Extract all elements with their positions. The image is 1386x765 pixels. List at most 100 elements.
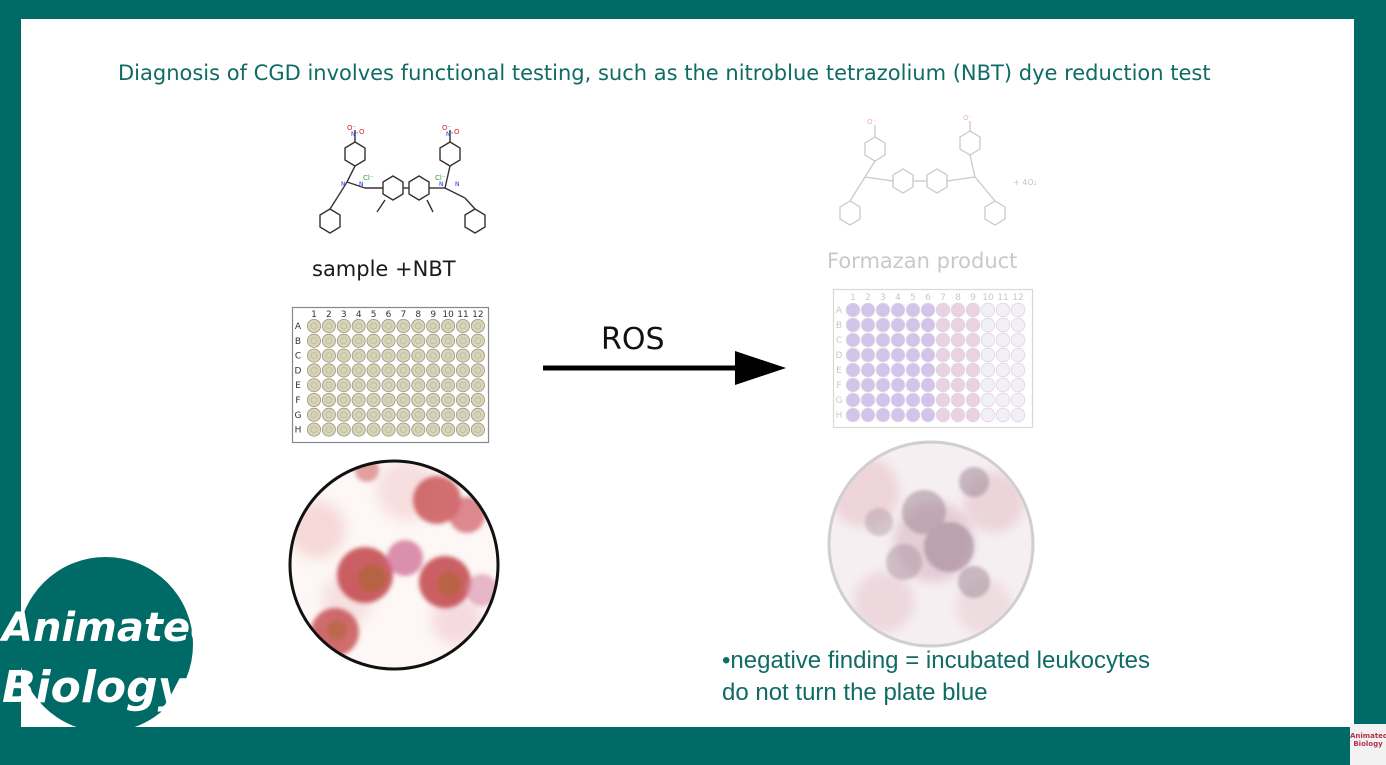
plate-well-center [385, 396, 392, 404]
plate-well [366, 378, 381, 393]
plate-column-label: 8 [415, 310, 421, 320]
note-line-2: do not turn the plate blue [722, 679, 988, 706]
plate-well [935, 317, 951, 333]
plate-well [411, 363, 426, 378]
watermark-logo[interactable]: Animated Biology [1350, 724, 1386, 765]
plate-well [935, 302, 951, 318]
plate-well [890, 347, 906, 363]
plate-well [426, 407, 441, 422]
plate-well-center [444, 352, 452, 359]
plate-well [860, 302, 876, 318]
plate-well [366, 407, 381, 422]
plate-column-label: 7 [401, 310, 407, 320]
plate-well [935, 407, 951, 423]
plate-well [336, 393, 351, 408]
plate-column-label: 5 [371, 310, 377, 320]
plate-row-label: B [836, 321, 842, 331]
plate-well [351, 422, 366, 437]
plate-row-label: D [836, 351, 843, 361]
plate-well-center [325, 396, 333, 404]
plate-well [426, 393, 441, 408]
plate-well-center [415, 337, 422, 345]
plate-well [441, 333, 456, 348]
plate-well-center [385, 381, 392, 389]
plate-well-center [370, 396, 377, 404]
plate-well [411, 422, 426, 437]
plate-well [351, 407, 366, 422]
plate-well-center [400, 352, 407, 359]
plate-well-center [370, 367, 377, 374]
plate-well [381, 407, 396, 422]
sample-nbt-label: sample +NBT [312, 257, 456, 281]
plate-well [845, 347, 861, 363]
plate-well [455, 378, 470, 393]
svg-text:N: N [439, 181, 444, 188]
plate-well [845, 362, 861, 378]
plate-row-label: H [836, 411, 843, 421]
plate-row-label: E [295, 381, 301, 391]
plate-well-center [400, 426, 407, 433]
plate-well [950, 317, 966, 333]
plate-well-center [325, 367, 333, 374]
svg-text:N⁺: N⁺ [351, 131, 359, 138]
plate-well [1010, 362, 1026, 378]
plate-column-label: 6 [925, 293, 931, 303]
plate-well [381, 393, 396, 408]
plate-column-label: 2 [865, 293, 871, 303]
plate-well [351, 348, 366, 363]
plate-well-center [474, 367, 482, 374]
plate-well-center [370, 337, 377, 345]
plate-well-center [459, 426, 467, 433]
plate-well-center [459, 322, 467, 330]
plate-well [351, 318, 366, 333]
plate-well-center [310, 322, 318, 330]
plate-well [411, 378, 426, 393]
plate-well [441, 318, 456, 333]
plate-well [980, 392, 996, 408]
plate-well [306, 363, 321, 378]
plate-well-center [340, 367, 348, 374]
plate-well-center [400, 381, 407, 389]
plate-column-label: 11 [457, 310, 468, 320]
plate-well-center [340, 352, 348, 359]
plate-well [875, 407, 891, 423]
plate-well [950, 407, 966, 423]
plate-well [950, 377, 966, 393]
plate-well [950, 347, 966, 363]
plate-well [905, 377, 921, 393]
plate-column-label: 4 [356, 310, 362, 320]
plate-well [935, 362, 951, 378]
logo-word-2: Biology [2, 662, 187, 713]
plate-well [306, 407, 321, 422]
plate-well [995, 317, 1011, 333]
plate-well [980, 347, 996, 363]
plate-well [470, 318, 485, 333]
plate-well-center [459, 337, 467, 345]
leukocytes-microscope-before [288, 459, 500, 671]
plate-column-label: 6 [386, 310, 392, 320]
plate-well [1010, 317, 1026, 333]
plate-well-center [429, 337, 437, 345]
plate-well-center [429, 322, 437, 330]
plate-well [381, 333, 396, 348]
plate-well [890, 377, 906, 393]
plate-well-center [415, 322, 422, 330]
plate-well [995, 407, 1011, 423]
plate-column-label: 12 [1012, 293, 1023, 303]
plate-well-center [325, 337, 333, 345]
formazan-product-label: Formazan product [827, 249, 1018, 273]
plate-well-center [310, 352, 318, 359]
plate-well [336, 422, 351, 437]
plate-well [875, 302, 891, 318]
plate-well [950, 302, 966, 318]
plate-well [411, 333, 426, 348]
plate-well [426, 318, 441, 333]
plate-well [980, 362, 996, 378]
plate-row-label: G [836, 396, 843, 406]
plate-well-center [444, 426, 452, 433]
plate-well-center [355, 322, 362, 330]
plate-well [396, 348, 411, 363]
plate-well-center [415, 352, 422, 359]
plate-well [890, 317, 906, 333]
slide-canvas [21, 19, 1354, 727]
